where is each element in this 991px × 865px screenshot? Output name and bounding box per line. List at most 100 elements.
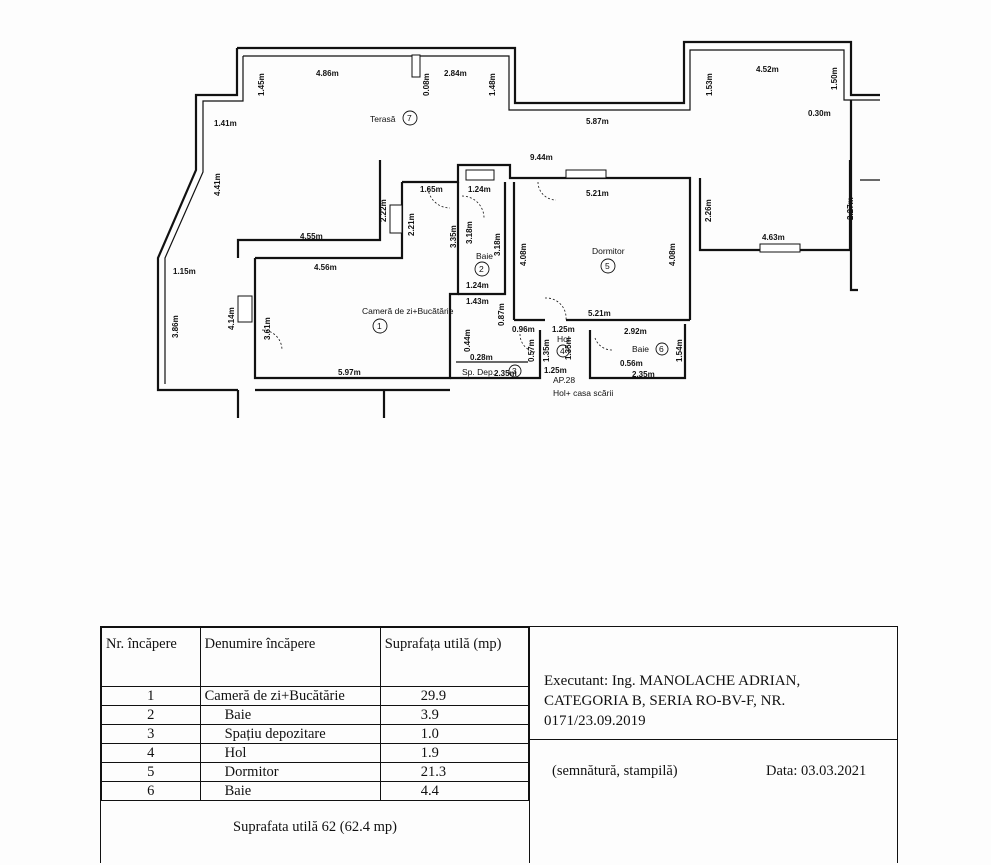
row-name: Cameră de zi+Bucătărie (199, 686, 381, 706)
row-area: 29.9 (379, 686, 530, 706)
dim-label: 2.26m (704, 199, 713, 222)
executant-line: 0171/23.09.2019 (544, 713, 646, 729)
row-name: Hol (199, 743, 381, 763)
dim-label: 0.44m (463, 329, 472, 352)
stair-caption: Hol+ casa scării (553, 388, 613, 398)
executant-line: CATEGORIA B, SERIA RO-BV-F, NR. (544, 693, 786, 709)
executant-panel: Executant: Ing. MANOLACHE ADRIAN, CATEGO… (529, 627, 898, 863)
dim-label: 0.08m (422, 73, 431, 96)
row-nr: 5 (101, 762, 201, 782)
dim-label: 2.92m (624, 327, 647, 336)
dim-label: 1.35m (542, 339, 551, 362)
dim-label: 1.41m (214, 119, 237, 128)
table-row: 6 Baie 4.4 (101, 781, 530, 801)
room-1-name: Cameră de zi+Bucătărie (362, 306, 454, 316)
dim-label: 1.45m (257, 73, 266, 96)
room-1-number: 1 (377, 321, 382, 331)
dim-label: 1.65m (420, 185, 443, 194)
row-name: Baie (199, 705, 381, 725)
row-area: 3.9 (379, 705, 530, 725)
executant-block: Executant: Ing. MANOLACHE ADRIAN, CATEGO… (544, 671, 884, 731)
dim-label: 2.27m (846, 197, 855, 220)
dimension-labels: 4.86m 0.08m 2.84m 1.48m 1.45m 1.41m 1.53… (171, 65, 855, 379)
dim-label: 1.48m (488, 73, 497, 96)
dim-label: 1.53m (705, 73, 714, 96)
dim-label: 0.87m (497, 303, 506, 326)
row-name: Baie (199, 781, 381, 801)
dim-label: 4.08m (519, 243, 528, 266)
dim-label: 3.18m (465, 221, 474, 244)
table-header-row: Nr. încăpere Denumire încăpere Suprafața… (101, 627, 530, 687)
dim-label: 0.28m (470, 353, 493, 362)
room-5-number: 5 (605, 261, 610, 271)
row-area: 1.9 (379, 743, 530, 763)
stair-label: AP.28 (553, 375, 575, 385)
row-nr: 1 (101, 686, 201, 706)
row-nr: 4 (101, 743, 201, 763)
legend-sheet: Nr. încăpere Denumire încăpere Suprafața… (100, 626, 898, 863)
row-nr: 6 (101, 781, 201, 801)
row-area: 4.4 (379, 781, 530, 801)
dim-label: 3.18m (493, 233, 502, 256)
date-label: Data: 03.03.2021 (766, 763, 867, 779)
row-nr: 2 (101, 705, 201, 725)
header-area: Suprafața utilă (mp) (379, 627, 530, 687)
room-2-number: 2 (479, 264, 484, 274)
dim-label: 3.35m (449, 225, 458, 248)
row-name: Dormitor (199, 762, 381, 782)
dim-label: 1.15m (173, 267, 196, 276)
signature-label: (semnătură, stampilă) (552, 763, 678, 779)
room-3-name: Sp. Dep. (462, 367, 495, 377)
dim-label: 4.52m (756, 65, 779, 74)
dim-label: 1.54m (675, 339, 684, 362)
room-6-number: 6 (659, 344, 664, 354)
row-nr: 3 (101, 724, 201, 744)
dim-label: 2.35m (494, 369, 517, 378)
dim-label: 2.84m (444, 69, 467, 78)
dim-label: 5.21m (588, 309, 611, 318)
room-2-name: Baie (476, 251, 493, 261)
dim-label: 3.61m (263, 317, 272, 340)
table-row: 4 Hol 1.9 (101, 743, 530, 763)
dim-label: 0.30m (808, 109, 831, 118)
dim-label: 2.21m (407, 213, 416, 236)
room-6-name: Baie (632, 344, 649, 354)
table-row: 2 Baie 3.9 (101, 705, 530, 725)
doors (261, 181, 614, 353)
dim-label: 1.50m (830, 67, 839, 90)
dim-label: 1.24m (466, 281, 489, 290)
executant-line: Executant: Ing. MANOLACHE ADRIAN, (544, 673, 801, 689)
dim-label: 4.63m (762, 233, 785, 242)
table-row: 1 Cameră de zi+Bucătărie 29.9 (101, 686, 530, 706)
header-nr: Nr. încăpere (101, 627, 201, 687)
row-area: 21.3 (379, 762, 530, 782)
dim-label: 4.56m (314, 263, 337, 272)
total-area: Suprafata utilă 62 (62.4 mp) (233, 819, 397, 835)
dim-label: 4.14m (227, 307, 236, 330)
dim-label: 9.44m (530, 153, 553, 162)
room-3-number: 3 (512, 366, 517, 376)
dim-label: 1.24m (468, 185, 491, 194)
walls (156, 40, 880, 418)
dim-label: 2.22m (379, 199, 388, 222)
dim-label: 5.21m (586, 189, 609, 198)
dim-label: 5.97m (338, 368, 361, 377)
room-7-name: Terasă (370, 114, 396, 124)
table-row: 3 Spațiu depozitare 1.0 (101, 724, 530, 744)
dim-label: 0.96m (512, 325, 535, 334)
dim-label: 1.25m (552, 325, 575, 334)
dim-label: 4.86m (316, 69, 339, 78)
dim-label: 4.08m (668, 243, 677, 266)
dim-label: 1.35m (564, 337, 573, 360)
divider (530, 739, 898, 740)
table-row: 5 Dormitor 21.3 (101, 762, 530, 782)
rooms-table: Nr. încăpere Denumire încăpere Suprafața… (101, 627, 530, 801)
dim-label: 5.87m (586, 117, 609, 126)
row-area: 1.0 (379, 724, 530, 744)
dim-label: 1.25m (544, 366, 567, 375)
header-name: Denumire încăpere (199, 627, 381, 687)
dim-label: 1.43m (466, 297, 489, 306)
room-4-number: 4 (560, 346, 565, 356)
room-5-name: Dormitor (592, 246, 625, 256)
floor-plan: Cameră de zi+Bucătărie 1 Baie 2 Sp. Dep.… (156, 40, 880, 418)
